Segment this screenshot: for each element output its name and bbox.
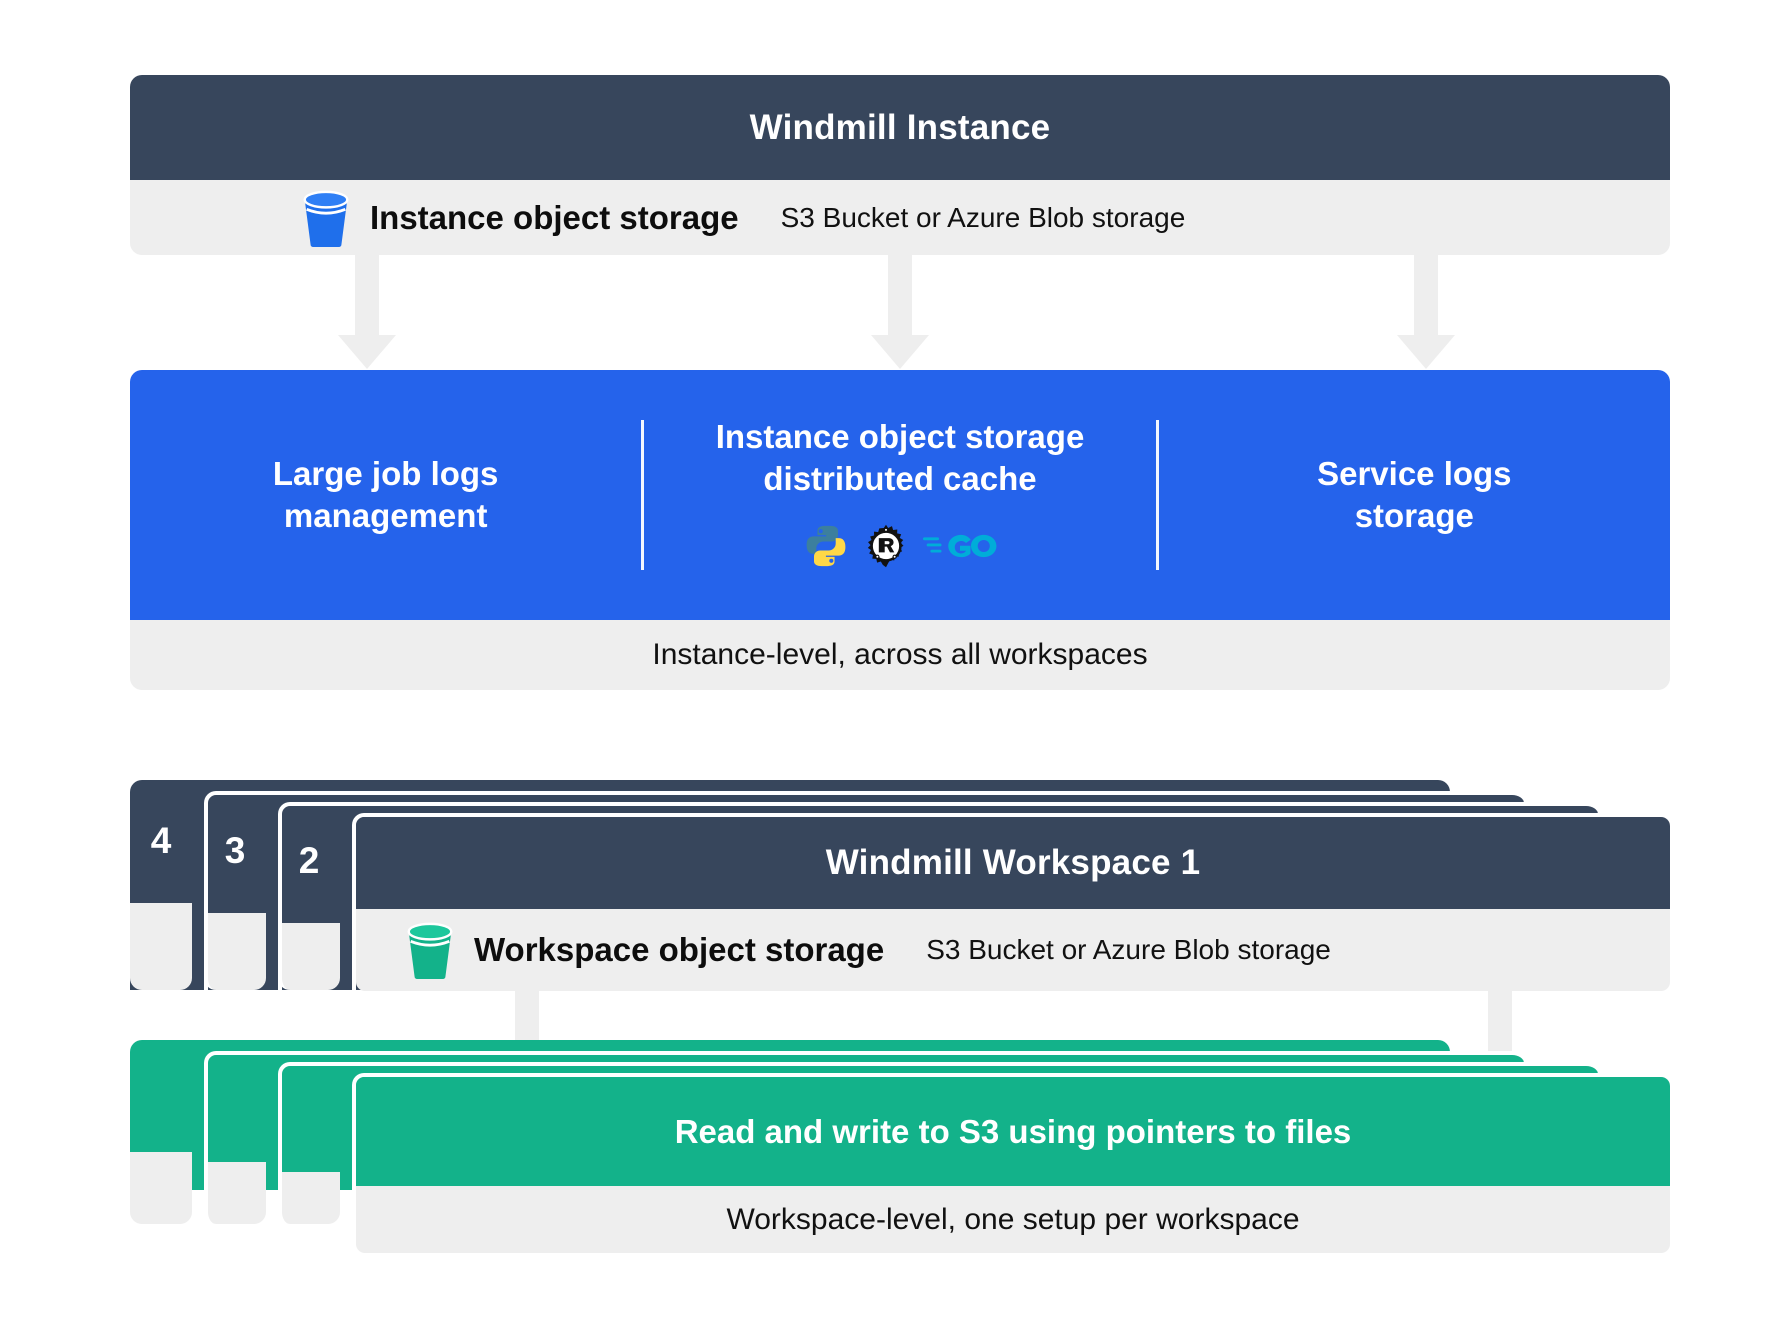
workspace-stack-number-2: 2	[298, 840, 320, 881]
workspace-storage-row: Workspace object storage S3 Bucket or Az…	[356, 909, 1670, 991]
rust-logo-icon	[863, 523, 909, 569]
workspace-card-1: Windmill Workspace 1 Workspace object st…	[352, 813, 1670, 991]
workspace-stack-number-4: 4	[150, 820, 172, 861]
workspace-stack-foot-2	[278, 923, 340, 990]
connector-arrow-2	[871, 335, 929, 369]
green-stack-foot-4	[130, 1152, 192, 1224]
feature-distributed-cache: Instance object storage distributed cach…	[644, 370, 1155, 620]
bucket-icon-blue	[300, 188, 352, 248]
connector-arrow-1	[338, 335, 396, 369]
python-logo-icon	[803, 523, 849, 569]
feature-label-line2: storage	[1354, 497, 1474, 534]
feature-large-job-logs: Large job logs management	[130, 370, 641, 620]
feature-label-line1: Large job logs	[272, 454, 499, 492]
language-icons	[803, 518, 997, 574]
workspace-stack-foot-4	[130, 903, 192, 990]
instance-storage-sub: S3 Bucket or Azure Blob storage	[780, 201, 1186, 233]
feature-label-line1: Service logs	[1317, 454, 1512, 492]
connector-line-2	[888, 248, 912, 338]
workspace-footer-note: Workspace-level, one setup per workspace	[356, 1186, 1670, 1253]
workspace-title: Windmill Workspace 1	[356, 817, 1670, 909]
workspace-storage-sub: S3 Bucket or Azure Blob storage	[926, 934, 1331, 965]
panel-divider-2	[1155, 420, 1159, 570]
instance-footer-note: Instance-level, across all workspaces	[130, 620, 1670, 690]
green-card-title: Read and write to S3 using pointers to f…	[356, 1077, 1670, 1186]
workspace-stack-number-3: 3	[224, 830, 246, 871]
workspace-stack-foot-3	[204, 913, 266, 990]
bucket-icon-green	[404, 920, 456, 980]
instance-storage-label: Instance object storage	[370, 198, 739, 236]
feature-label-line2: management	[283, 497, 488, 534]
instance-title: Windmill Instance	[130, 75, 1670, 180]
green-stack-foot-3	[204, 1162, 266, 1224]
instance-card: Windmill Instance Instance object storag…	[130, 75, 1670, 255]
connector-arrow-3	[1397, 335, 1455, 369]
workspace-storage-label: Workspace object storage	[474, 931, 885, 968]
connector-line-3	[1414, 248, 1438, 338]
feature-service-logs: Service logs storage	[1159, 370, 1670, 620]
instance-storage-row: Instance object storage S3 Bucket or Azu…	[130, 180, 1670, 255]
connector-line-1	[355, 248, 379, 338]
green-card-1: Read and write to S3 using pointers to f…	[352, 1073, 1670, 1253]
green-stack-foot-2	[278, 1172, 340, 1224]
panel-divider-1	[641, 420, 645, 570]
feature-label-line2: distributed cache	[763, 460, 1037, 497]
instance-features-panel: Large job logs management Instance objec…	[130, 370, 1670, 620]
go-logo-icon	[922, 526, 997, 566]
feature-label-line1: Instance object storage	[715, 417, 1085, 455]
